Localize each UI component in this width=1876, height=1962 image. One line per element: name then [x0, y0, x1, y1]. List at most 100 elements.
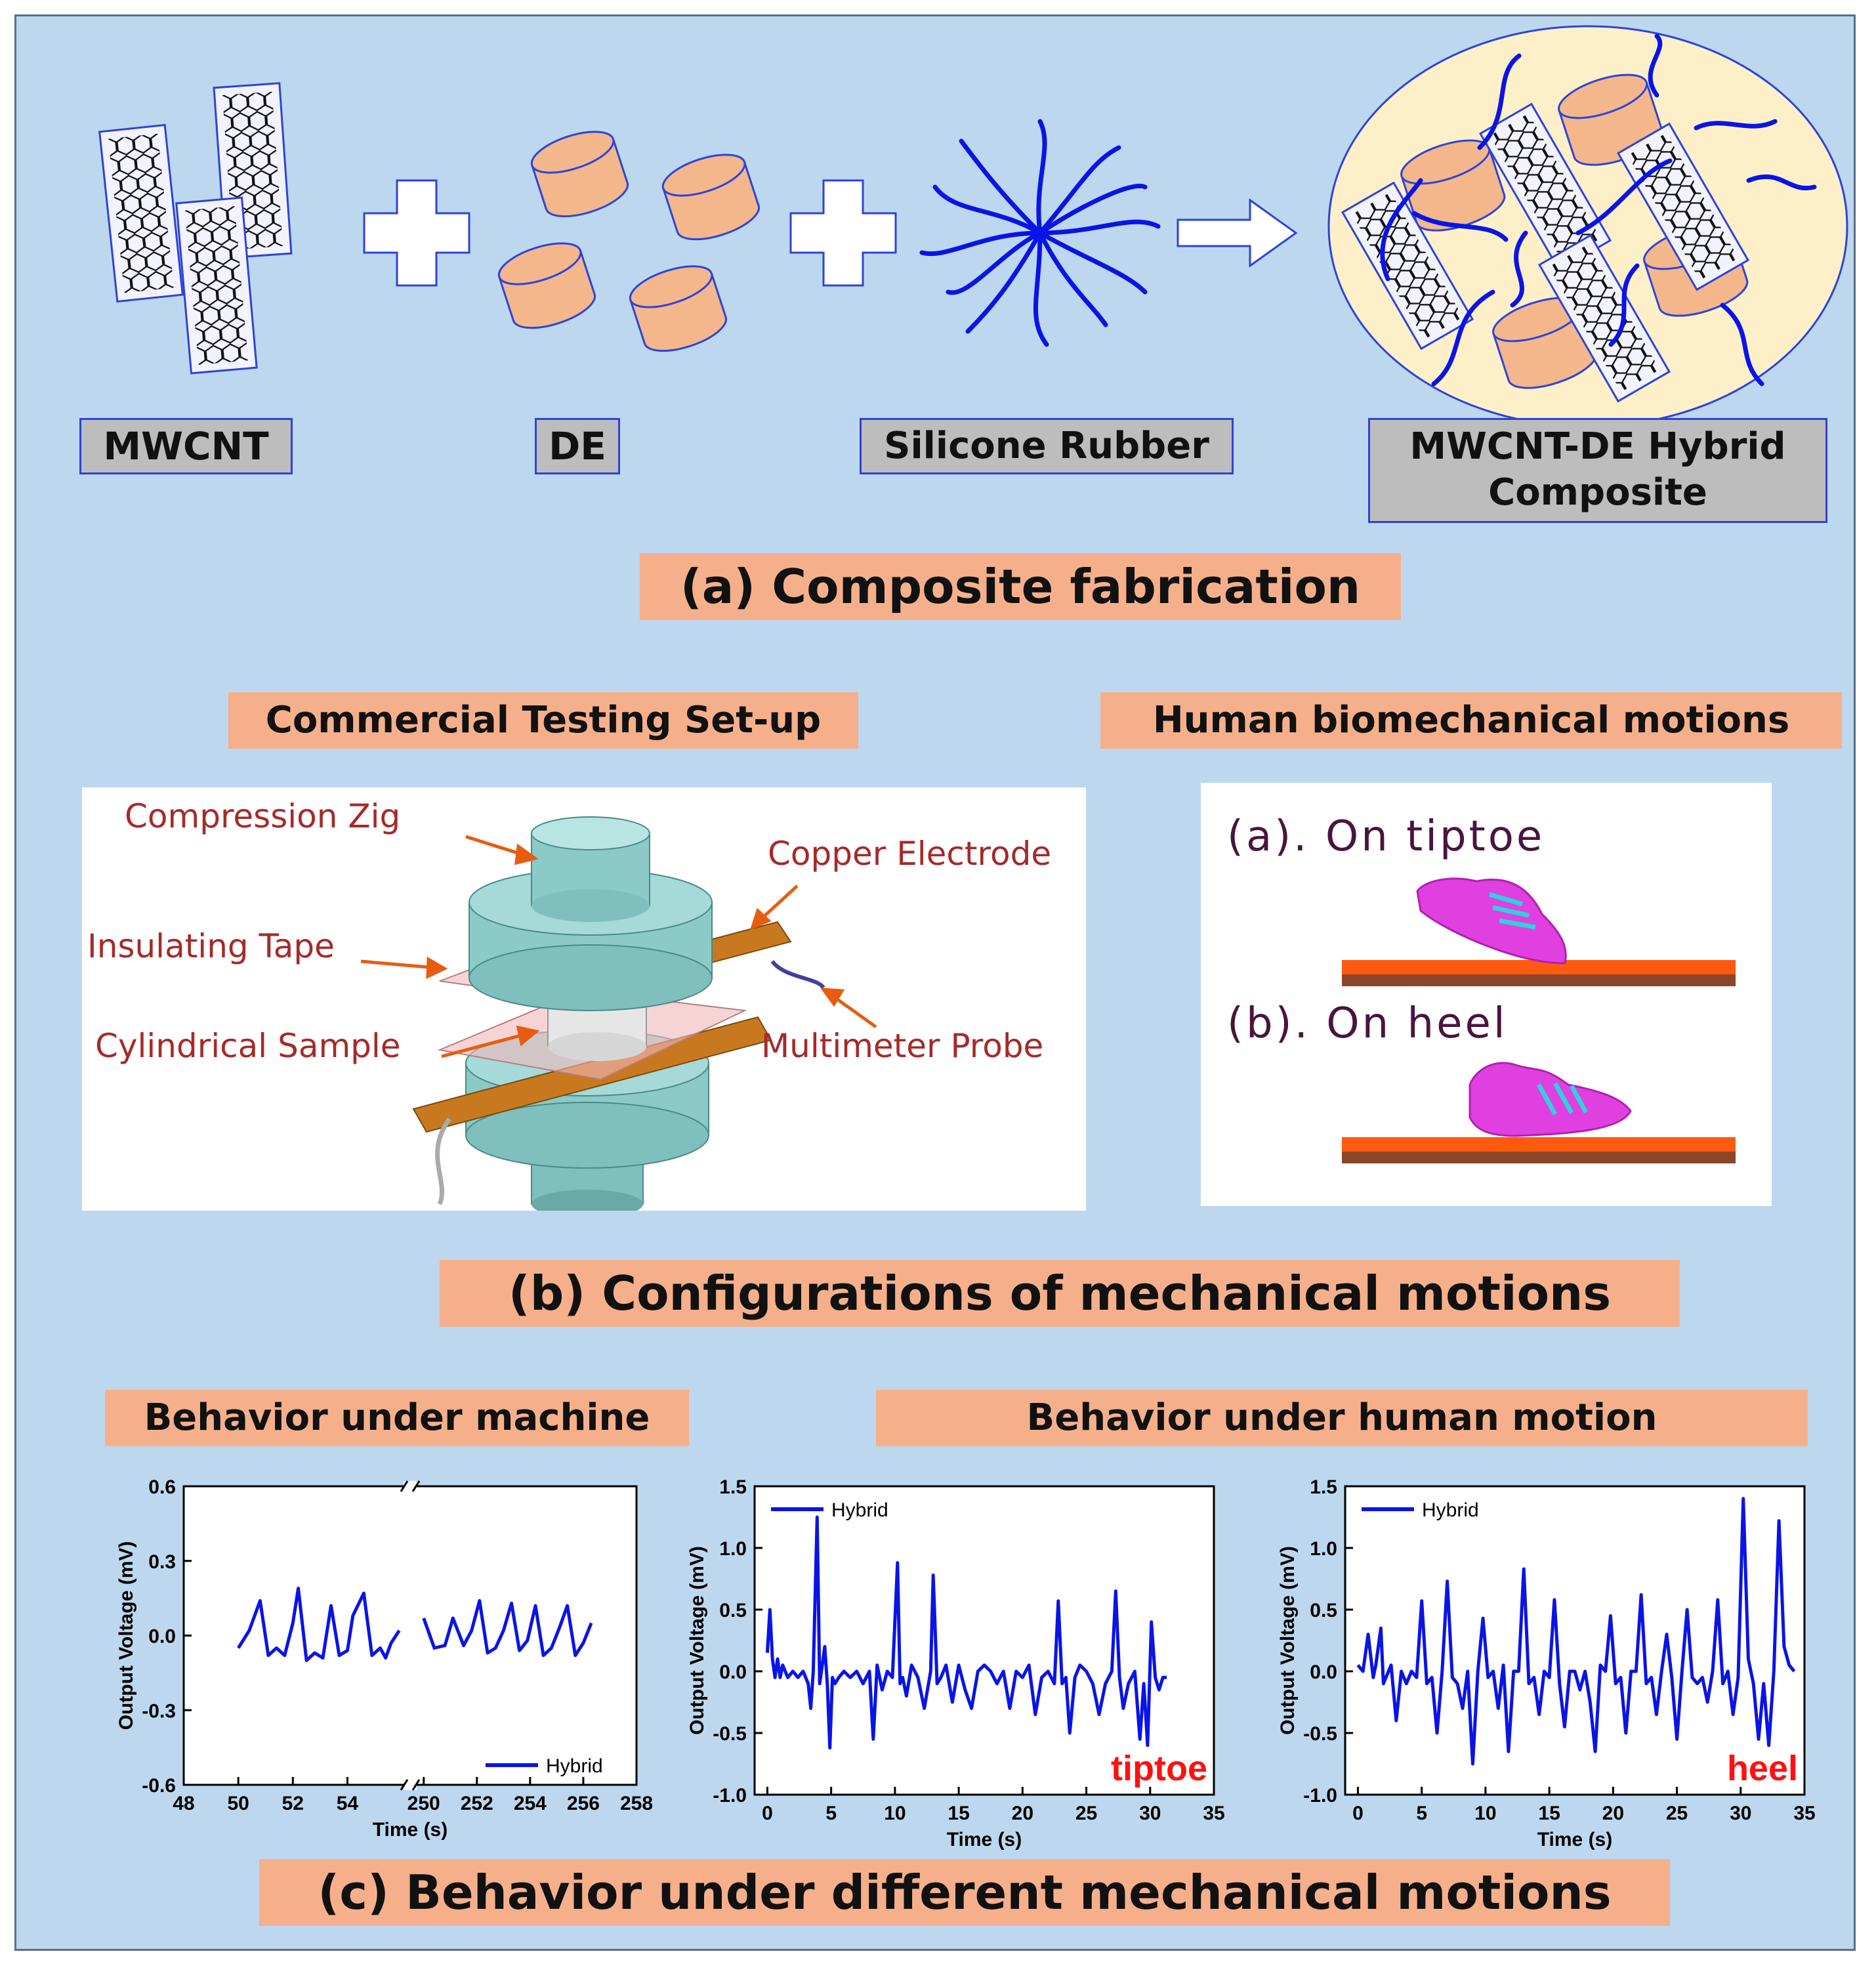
- x-tick-label: 35: [1793, 1803, 1815, 1824]
- x-tick-label: 25: [1666, 1803, 1688, 1824]
- plus-icon: [363, 179, 470, 287]
- axis-break-mark: [411, 1480, 421, 1492]
- x-tick-label: 54: [337, 1793, 359, 1814]
- plus-icon: [789, 179, 897, 287]
- de-label: DE: [535, 418, 620, 474]
- chart-annotation: tiptoe: [1111, 1749, 1207, 1788]
- x-tick-label: 256: [567, 1793, 600, 1814]
- series-line-hybrid: [765, 1515, 1167, 1750]
- x-tick-label: 35: [1203, 1803, 1224, 1824]
- chart-annotation: heel: [1727, 1749, 1798, 1788]
- hybrid-composite-icon: [1327, 25, 1848, 423]
- x-tick-label: 30: [1730, 1803, 1751, 1824]
- setup-title: Commercial Testing Set-up: [228, 692, 858, 749]
- y-tick-label: 1.0: [719, 1538, 747, 1560]
- y-axis-label: Output Voltage (mV): [1277, 1546, 1299, 1735]
- y-tick-label: 0.0: [1310, 1661, 1337, 1683]
- human-motions-panel: (a). On tiptoe (b). On heel: [1201, 783, 1772, 1206]
- x-tick-label: 25: [1075, 1803, 1097, 1824]
- series-line-hybrid: [422, 1598, 593, 1658]
- de-cylinder-icon: [497, 131, 761, 352]
- y-tick-label: 0.6: [148, 1476, 176, 1498]
- hybrid-label-line1: MWCNT-DE Hybrid: [1409, 425, 1786, 468]
- section-a-title: (a) Composite fabrication: [640, 553, 1401, 620]
- x-axis-label: Time (s): [373, 1819, 448, 1841]
- cylindrical-sample-label: Cylindrical Sample: [95, 1027, 401, 1065]
- section-b-title: (b) Configurations of mechanical motions: [440, 1260, 1680, 1327]
- silicone-strands-icon: [919, 119, 1161, 347]
- y-tick-label: -1.0: [1303, 1785, 1337, 1806]
- heel-shoe-icon: [1469, 1062, 1632, 1137]
- x-tick-label: 0: [1352, 1803, 1364, 1824]
- plot-area: [182, 1485, 638, 1786]
- heel-label: (b). On heel: [1227, 999, 1508, 1048]
- mwcnt-label: MWCNT: [79, 418, 293, 474]
- multimeter-probe-label: Multimeter Probe: [761, 1027, 1044, 1065]
- x-tick-label: 15: [948, 1803, 969, 1824]
- x-tick-label: 254: [514, 1793, 547, 1814]
- y-tick-label: 0.0: [148, 1626, 176, 1648]
- x-tick-label: 10: [1474, 1803, 1496, 1824]
- legend-label: Hybrid: [546, 1755, 603, 1777]
- x-tick-label: 5: [1416, 1803, 1427, 1824]
- y-tick-label: 0.0: [719, 1661, 747, 1683]
- plot-area: [1344, 1485, 1806, 1796]
- hybrid-label-line2: Composite: [1488, 471, 1707, 514]
- series-line-hybrid: [237, 1587, 401, 1662]
- section-c-title: (c) Behavior under different mechanical …: [259, 1859, 1670, 1926]
- copper-electrode-label: Copper Electrode: [768, 835, 1052, 873]
- x-tick-label: 20: [1012, 1803, 1033, 1824]
- x-tick-label: 30: [1139, 1803, 1161, 1824]
- x-tick-label: 52: [282, 1793, 304, 1814]
- y-tick-label: -0.5: [713, 1723, 747, 1745]
- y-tick-label: -0.3: [142, 1700, 176, 1722]
- silicone-rubber-label: Silicone Rubber: [860, 418, 1234, 474]
- legend-label: Hybrid: [1422, 1499, 1479, 1521]
- axis-break-mark: [400, 1480, 409, 1492]
- human-motions-title: Human biomechanical motions: [1100, 692, 1842, 749]
- y-tick-label: 0.5: [719, 1600, 747, 1621]
- x-axis-label: Time (s): [947, 1829, 1022, 1850]
- testing-setup-panel: Compression Zig Copper Electrode Insulat…: [82, 787, 1086, 1211]
- x-tick-label: 10: [884, 1803, 906, 1824]
- series-line-hybrid: [1356, 1497, 1796, 1766]
- y-tick-label: 0.3: [148, 1551, 176, 1573]
- x-tick-label: 50: [227, 1793, 249, 1814]
- compression-setup-illustration: [360, 816, 877, 1211]
- x-tick-label: 5: [825, 1803, 837, 1824]
- y-tick-label: -0.5: [1303, 1723, 1337, 1745]
- x-tick-label: 250: [407, 1793, 440, 1814]
- figure-frame: MWCNT DE Silicone Rubber MWCNT-DE Hybrid…: [14, 14, 1856, 1951]
- machine-behavior-title: Behavior under machine: [105, 1390, 689, 1446]
- hybrid-composite-label: MWCNT-DE Hybrid Composite: [1368, 418, 1827, 523]
- x-tick-label: 20: [1602, 1803, 1624, 1824]
- x-axis-label: Time (s): [1537, 1829, 1612, 1850]
- axis-break-mark: [400, 1779, 409, 1791]
- machine-voltage-chart: 0.6 0.3 0.0 -0.3 -0.648 50 52 54 250 252 254 256 258…: [115, 1476, 653, 1841]
- fabrication-illustration: [98, 25, 1848, 423]
- axis-break-mark: [411, 1779, 421, 1791]
- y-tick-label: -0.6: [142, 1775, 176, 1797]
- legend-label: Hybrid: [831, 1499, 888, 1521]
- right-arrow-icon: [1177, 198, 1298, 268]
- shoe-illustration: [1342, 877, 1736, 1163]
- tiptoe-label: (a). On tiptoe: [1227, 812, 1545, 861]
- x-tick-label: 0: [762, 1803, 773, 1824]
- human-behavior-title: Behavior under human motion: [876, 1390, 1808, 1446]
- y-tick-label: 1.5: [1310, 1476, 1337, 1498]
- tiptoe-shoe-icon: [1416, 877, 1567, 965]
- y-tick-label: 1.0: [1310, 1538, 1337, 1560]
- compression-zig-label: Compression Zig: [125, 797, 401, 835]
- y-axis-label: Output Voltage (mV): [115, 1541, 137, 1730]
- x-tick-label: 258: [620, 1793, 653, 1814]
- x-tick-label: 252: [461, 1793, 493, 1814]
- x-tick-label: 15: [1538, 1803, 1560, 1824]
- x-tick-label: 48: [173, 1793, 194, 1814]
- y-tick-label: 1.5: [719, 1476, 747, 1498]
- insulating-tape-label: Insulating Tape: [87, 927, 335, 965]
- y-tick-label: 0.5: [1310, 1600, 1337, 1621]
- y-tick-label: -1.0: [713, 1785, 747, 1806]
- mwcnt-tube-icon: [98, 82, 293, 375]
